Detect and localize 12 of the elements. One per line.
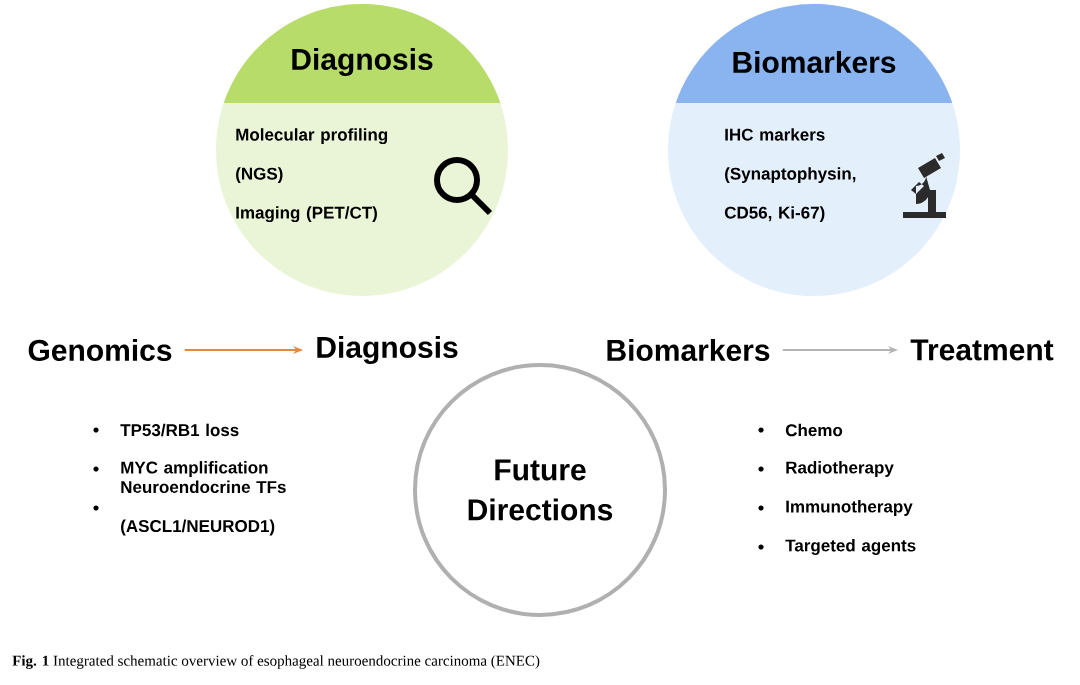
list-item: Radiotherapy bbox=[786, 461, 894, 477]
list-item: Targeted agents bbox=[785, 539, 916, 555]
stage-label: Biomarkers bbox=[607, 339, 770, 361]
list-item: Neuroendocrine TFs (ASCL1/NEUROD1) bbox=[121, 480, 286, 536]
list-item: TP53/RB1 loss bbox=[120, 423, 239, 437]
stage-label: Genomics bbox=[28, 339, 172, 361]
list-item: Chemo bbox=[785, 423, 843, 437]
list-item: Immunotherapy bbox=[786, 500, 913, 516]
caption: Fig. 1 Integrated schematic overview of esophageal neuroendocrine carcinoma (ENEC) bbox=[12, 655, 540, 669]
stage-label: Diagnosis bbox=[317, 335, 458, 365]
stage-label: Treatment bbox=[910, 339, 1054, 361]
list-item: MYC amplification bbox=[121, 461, 268, 477]
